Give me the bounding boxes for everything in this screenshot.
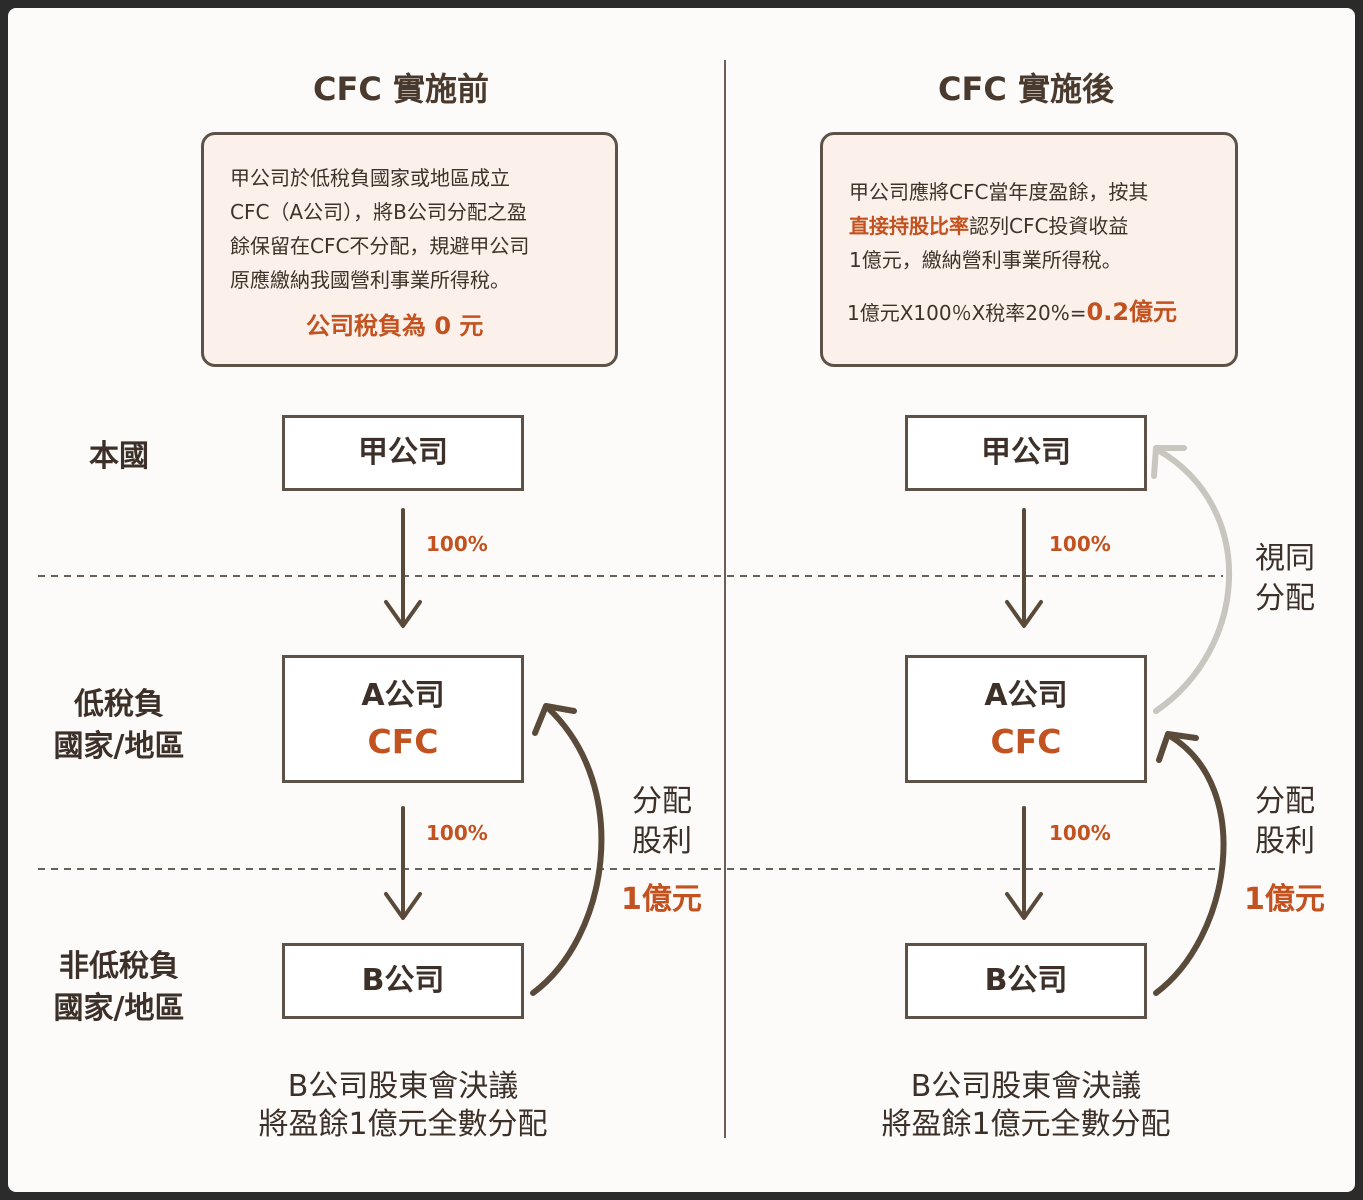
right-subsidiary-box: B公司 bbox=[905, 943, 1147, 1019]
label-line: 股利 bbox=[1255, 824, 1315, 859]
left-dividend-amount: 1億元 bbox=[621, 882, 702, 917]
left-footer: B公司股東會決議 將盈餘1億元全數分配 bbox=[193, 1068, 613, 1144]
region-label-non-low-tax: 非低稅負 國家/地區 bbox=[24, 946, 214, 1030]
footer-line: B公司股東會決議 bbox=[910, 1069, 1142, 1104]
right-note-formula: 1億元X100％X稅率20%=0.2億元 bbox=[847, 295, 1235, 330]
right-dividend-arrow bbox=[1153, 731, 1227, 996]
left-cfc-company-box: A公司 CFC bbox=[282, 655, 524, 783]
left-explanation-note: 甲公司於低稅負國家或地區成立 CFC（A公司），將B公司分配之盈 餘保留在CFC… bbox=[201, 132, 618, 367]
left-dividend-arrow bbox=[530, 703, 605, 996]
left-note-line: 甲公司於低稅負國家或地區成立 bbox=[230, 166, 510, 190]
right-note-line-rest: 認列CFC投資收益 bbox=[969, 214, 1129, 238]
label-line: 分配 bbox=[1255, 784, 1315, 819]
left-subsidiary-box: B公司 bbox=[282, 943, 524, 1019]
left-note-result: 公司稅負為 0 元 bbox=[306, 312, 484, 340]
right-deemed-distribution-arrow bbox=[1151, 445, 1232, 714]
right-deemed-label: 視同 分配 bbox=[1245, 539, 1325, 619]
left-note-line: 原應繳納我國營利事業所得稅。 bbox=[230, 268, 510, 292]
right-ownership-arrow-top bbox=[1005, 508, 1043, 628]
right-formula-text: 1億元X100％X稅率20%= bbox=[847, 301, 1087, 325]
footer-line: B公司股東會決議 bbox=[287, 1069, 519, 1104]
right-subsidiary-label: B公司 bbox=[984, 963, 1068, 998]
left-cfc-tag: CFC bbox=[367, 722, 439, 761]
right-cfc-tag: CFC bbox=[990, 722, 1062, 761]
footer-line: 將盈餘1億元全數分配 bbox=[881, 1107, 1171, 1142]
left-pct-top: 100% bbox=[426, 532, 488, 556]
right-note-highlight: 直接持股比率 bbox=[849, 214, 969, 238]
right-formula-result: 0.2億元 bbox=[1086, 298, 1178, 326]
left-note-line: CFC（A公司），將B公司分配之盈 bbox=[230, 200, 527, 224]
label-line: 分配 bbox=[1255, 581, 1315, 616]
left-parent-company-box: 甲公司 bbox=[282, 415, 524, 491]
region-label-line: 國家/地區 bbox=[53, 729, 185, 764]
region-label-line: 國家/地區 bbox=[53, 991, 185, 1026]
left-parent-company-label: 甲公司 bbox=[358, 435, 448, 470]
label-line: 股利 bbox=[632, 824, 692, 859]
region-label-home: 本國 bbox=[89, 439, 149, 474]
right-ownership-arrow-bottom bbox=[1005, 806, 1043, 920]
right-note-line: 1億元，繳納營利事業所得稅。 bbox=[849, 248, 1122, 272]
right-parent-company-label: 甲公司 bbox=[981, 435, 1071, 470]
left-dividend-label: 分配 股利 bbox=[622, 782, 702, 862]
right-pct-top: 100% bbox=[1049, 532, 1111, 556]
label-line: 視同 bbox=[1255, 541, 1315, 576]
right-pct-bottom: 100% bbox=[1049, 821, 1111, 845]
left-subsidiary-label: B公司 bbox=[361, 963, 445, 998]
right-dividend-label: 分配 股利 bbox=[1245, 782, 1325, 862]
footer-line: 將盈餘1億元全數分配 bbox=[258, 1107, 548, 1142]
connectors-layer bbox=[38, 60, 1232, 1138]
right-explanation-note: 甲公司應將CFC當年度盈餘，按其 直接持股比率認列CFC投資收益 1億元，繳納營… bbox=[820, 132, 1238, 367]
left-cfc-company-label: A公司 bbox=[361, 678, 445, 713]
left-title: CFC 實施前 bbox=[313, 70, 489, 108]
left-pct-bottom: 100% bbox=[426, 821, 488, 845]
diagram-canvas: CFC 實施前 CFC 實施後 甲公司於低稅負國家或地區成立 CFC（A公司），… bbox=[8, 8, 1355, 1192]
region-label-low-tax: 低稅負 國家/地區 bbox=[24, 684, 214, 768]
region-label-line: 非低稅負 bbox=[59, 949, 179, 984]
right-dividend-amount: 1億元 bbox=[1244, 882, 1325, 917]
right-parent-company-box: 甲公司 bbox=[905, 415, 1147, 491]
region-label-line: 低稅負 bbox=[74, 687, 164, 722]
left-note-line: 餘保留在CFC不分配，規避甲公司 bbox=[230, 234, 530, 258]
left-ownership-arrow-top bbox=[384, 508, 422, 628]
right-note-line: 直接持股比率認列CFC投資收益 bbox=[849, 209, 1235, 243]
left-ownership-arrow-bottom bbox=[384, 806, 422, 920]
right-cfc-company-label: A公司 bbox=[984, 678, 1068, 713]
right-note-line: 甲公司應將CFC當年度盈餘，按其 bbox=[849, 180, 1149, 204]
label-line: 分配 bbox=[632, 784, 692, 819]
right-cfc-company-box: A公司 CFC bbox=[905, 655, 1147, 783]
right-footer: B公司股東會決議 將盈餘1億元全數分配 bbox=[816, 1068, 1236, 1144]
right-title: CFC 實施後 bbox=[938, 70, 1114, 108]
